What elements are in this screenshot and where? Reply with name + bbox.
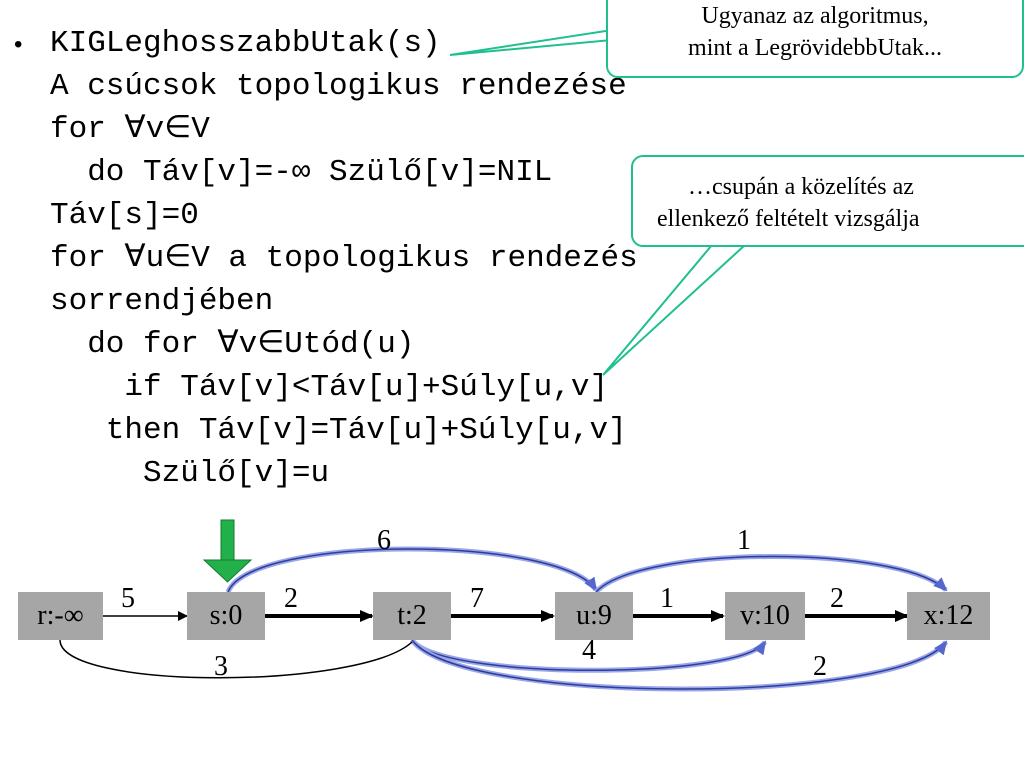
edge-label-u-x: 1 [737, 525, 751, 556]
edge-s-u [227, 548, 598, 593]
node-t: t:2 [373, 592, 451, 640]
code-line-3: for ∀v∈V [50, 112, 210, 147]
code-line-2: A csúcsok topologikus rendezése [50, 69, 627, 104]
callout-top: Ugyanaz az algoritmus, mint a Legrövideb… [606, 0, 1024, 78]
code-line-1: KIGLeghosszabbUtak(s) [50, 26, 441, 61]
code-line-11: Szülő[v]=u [50, 456, 330, 491]
edge-label-s-t: 2 [284, 583, 298, 614]
code-line-9: if Táv[v]<Táv[u]+Súly[u,v] [50, 370, 609, 405]
code-line-5: Táv[s]=0 [50, 198, 199, 233]
code-line-6: for ∀u∈V a topologikus rendezés [50, 241, 638, 276]
start-arrow-shaft [220, 519, 235, 563]
code-line-7: sorrendjében [50, 284, 274, 319]
node-x: x:12 [907, 592, 990, 640]
edge-label-v-x: 2 [830, 583, 844, 614]
node-r: r:-∞ [18, 592, 103, 640]
edge-label-s-u: 6 [377, 525, 391, 556]
edge-t-v [411, 639, 767, 671]
callout-top-line2: mint a LegrövidebbUtak... [688, 35, 942, 62]
code-line-8: do for ∀v∈Utód(u) [50, 327, 415, 362]
edge-label-u-v: 1 [660, 583, 674, 614]
edge-label-t-v: 4 [582, 635, 596, 666]
edge-u-x [595, 555, 948, 593]
edge-label-t-x: 2 [813, 651, 827, 682]
callout-top-line1: Ugyanaz az algoritmus, [701, 3, 929, 29]
edge-u-x-halo [594, 554, 948, 594]
callout-middle-pointer [602, 244, 748, 376]
edge-t-x [411, 639, 948, 690]
bullet: • [14, 31, 23, 58]
callout-middle-line1: …csupán a közelítés az [688, 174, 914, 200]
callout-middle: …csupán a közelítés az ellenkező feltéte… [631, 155, 1024, 247]
node-v: v:10 [725, 592, 805, 640]
node-s: s:0 [187, 592, 265, 640]
edge-label-r-s: 5 [121, 583, 135, 614]
callout-middle-line2: ellenkező feltételt vizsgálja [657, 206, 920, 233]
edge-r-t [59, 639, 413, 679]
callout-top-pointer [449, 28, 613, 56]
code-line-4: do Táv[v]=-∞ Szülő[v]=NIL [50, 155, 553, 190]
start-arrow-head [202, 559, 253, 583]
edge-label-r-t: 3 [214, 651, 228, 682]
edge-label-t-u: 7 [470, 583, 484, 614]
code-line-10: then Táv[v]=Táv[u]+Súly[u,v] [50, 413, 627, 448]
node-u: u:9 [555, 592, 633, 640]
